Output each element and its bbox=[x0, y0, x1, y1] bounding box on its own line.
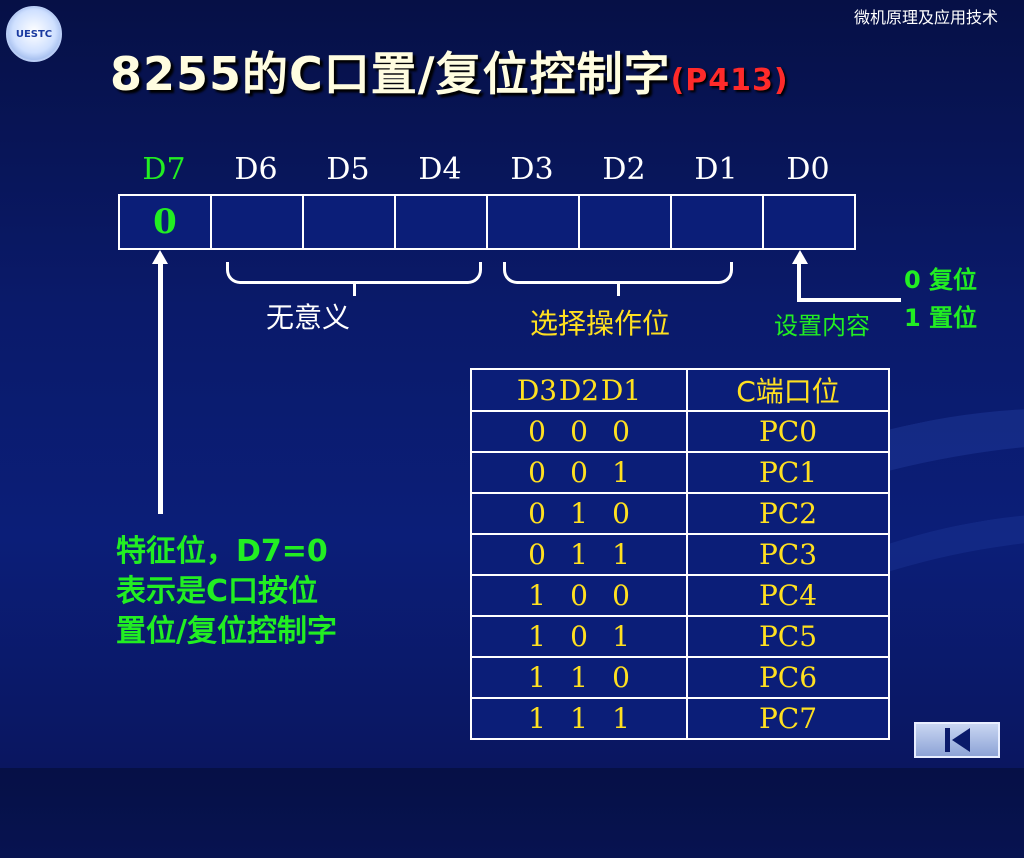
bit-label-d6: D6 bbox=[234, 152, 278, 187]
bit-label-d2: D2 bbox=[602, 152, 646, 187]
brace-d6-d4 bbox=[226, 262, 482, 284]
label-d0-set: 1 置位 bbox=[904, 304, 978, 332]
bit-label-d7: D7 bbox=[142, 152, 186, 187]
cell-bit: 1 bbox=[612, 620, 630, 653]
feature-bit-description: 特征位，D7=0 表示是C口按位 置位/复位控制字 bbox=[116, 532, 337, 652]
header-bits: D3D2D1 bbox=[470, 368, 688, 412]
label-d0-reset: 0 复位 bbox=[904, 266, 978, 294]
uestc-logo: UESTC bbox=[6, 6, 62, 62]
cell-bit: 0 bbox=[612, 415, 630, 448]
bit-label-d3: D3 bbox=[510, 152, 554, 187]
cell-bit: 0 bbox=[570, 456, 588, 489]
bit-cell-d1 bbox=[672, 196, 764, 248]
cell-bit: 0 bbox=[528, 415, 546, 448]
header-d3: D3 bbox=[516, 373, 558, 407]
cell-bit: 1 bbox=[570, 702, 588, 735]
cell-bit: 1 bbox=[528, 620, 546, 653]
bit-cell-d6 bbox=[212, 196, 304, 248]
label-meaningless: 无意义 bbox=[266, 301, 351, 334]
cell-bit: 0 bbox=[612, 579, 630, 612]
row-port: PC4 bbox=[686, 574, 890, 617]
row-port: PC6 bbox=[686, 656, 890, 699]
cell-bit: 0 bbox=[570, 620, 588, 653]
cell-bit: 0 bbox=[570, 579, 588, 612]
brace-d6-d4-tip bbox=[353, 284, 356, 296]
logo-text: UESTC bbox=[15, 28, 53, 40]
d7-arrow-shaft bbox=[158, 262, 163, 514]
cell-bit: 1 bbox=[570, 661, 588, 694]
control-word-register: 0 bbox=[118, 194, 856, 250]
cell-bit: 1 bbox=[528, 702, 546, 735]
cell-bit: 1 bbox=[570, 538, 588, 571]
cell-bit: 0 bbox=[612, 497, 630, 530]
course-title: 微机原理及应用技术 bbox=[853, 8, 998, 27]
cell-bit: 0 bbox=[528, 538, 546, 571]
brace-d3-d1-tip bbox=[617, 284, 620, 296]
row-port: PC2 bbox=[686, 492, 890, 535]
cell-bit: 1 bbox=[612, 702, 630, 735]
bit-cell-d7: 0 bbox=[120, 196, 212, 248]
cell-bit: 1 bbox=[612, 538, 630, 571]
description-line-1: 特征位，D7=0 bbox=[116, 534, 328, 569]
label-set-content: 设置内容 bbox=[774, 312, 870, 340]
d7-arrow-head bbox=[152, 250, 168, 264]
bit-label-d1: D1 bbox=[694, 152, 738, 187]
skip-back-button[interactable] bbox=[914, 722, 1000, 758]
label-select-bits: 选择操作位 bbox=[530, 307, 671, 340]
slide-title-main: 8255的C口置/复位控制字 bbox=[110, 47, 671, 101]
cell-bit: 1 bbox=[612, 456, 630, 489]
bit-label-d4: D4 bbox=[418, 152, 462, 187]
bit-cell-d5 bbox=[304, 196, 396, 248]
description-line-3: 置位/复位控制字 bbox=[116, 614, 337, 649]
bit-label-d5: D5 bbox=[326, 152, 370, 187]
bit-cell-d4 bbox=[396, 196, 488, 248]
cell-bit: 0 bbox=[612, 661, 630, 694]
d0-arrow-head bbox=[792, 250, 808, 264]
slide-title: 8255的C口置/复位控制字(P413) bbox=[110, 38, 789, 104]
bit-label-d0: D0 bbox=[786, 152, 830, 187]
cell-bit: 1 bbox=[570, 497, 588, 530]
brace-d3-d1 bbox=[503, 262, 733, 284]
table-header-row: D3D2D1 C端口位 bbox=[470, 368, 890, 412]
row-port: PC5 bbox=[686, 615, 890, 658]
d0-arrow-branch bbox=[797, 298, 901, 302]
skip-back-icon bbox=[944, 728, 950, 752]
cell-bit: 1 bbox=[528, 661, 546, 694]
header-d1: D1 bbox=[600, 373, 642, 407]
cell-bit: 0 bbox=[528, 456, 546, 489]
description-line-2: 表示是C口按位 bbox=[116, 574, 319, 609]
row-port: PC3 bbox=[686, 533, 890, 576]
d0-arrow-shaft bbox=[797, 262, 801, 302]
page-reference: (P413) bbox=[670, 63, 789, 98]
row-port: PC1 bbox=[686, 451, 890, 494]
bit-cell-d2 bbox=[580, 196, 672, 248]
header-d2: D2 bbox=[558, 373, 600, 407]
row-port: PC7 bbox=[686, 697, 890, 740]
cell-bit: 0 bbox=[570, 415, 588, 448]
cell-bit: 1 bbox=[528, 579, 546, 612]
header-port-bit: C端口位 bbox=[686, 368, 890, 412]
row-port: PC0 bbox=[686, 410, 890, 453]
cell-bit: 0 bbox=[528, 497, 546, 530]
skip-back-icon-arrow bbox=[951, 728, 970, 752]
bit-cell-d0 bbox=[764, 196, 854, 248]
bit-cell-d3 bbox=[488, 196, 580, 248]
